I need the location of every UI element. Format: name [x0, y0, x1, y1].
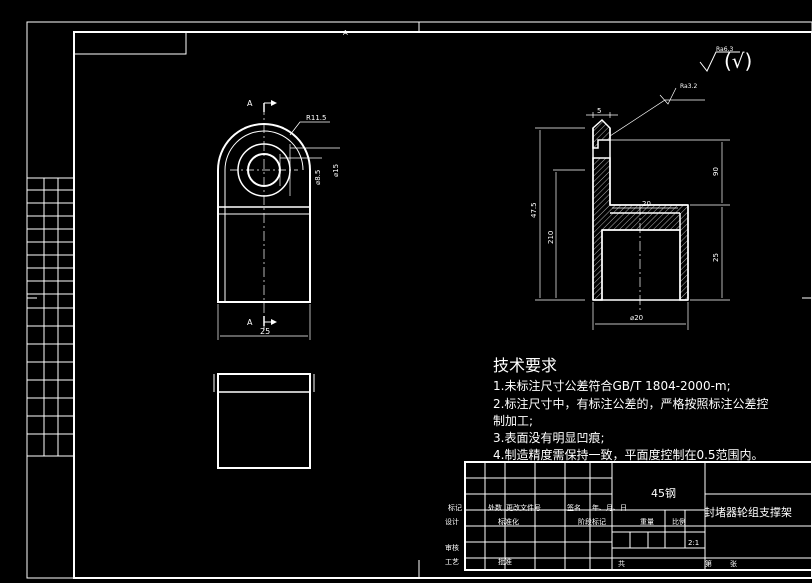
label-jieduan: 阶段标记 [578, 517, 606, 526]
general-roughness-symbol [699, 51, 740, 72]
tech-requirement-item: 3.表面没有明显凹痕; [493, 431, 605, 445]
tech-requirements-title: 技术要求 [493, 356, 558, 375]
binding-margin-grid [26, 177, 75, 457]
width-dim: 25 [260, 327, 270, 336]
dim-bottom-dia: ⌀20 [630, 314, 643, 322]
dim-lower-height: 210 [547, 231, 555, 244]
label-bili: 比例 [672, 517, 686, 526]
label-biaozhunhua: 标准化 [498, 517, 519, 526]
tech-requirement-item: 4.制造精度需保持一致，平面度控制在0.5范围内。 [493, 448, 764, 462]
label-biaoji: 标记 [448, 503, 462, 512]
section-label-top: A [247, 99, 253, 108]
roughness-callout: Ra3.2 [680, 83, 697, 90]
bottom-view [213, 373, 315, 469]
scale-value: 2:1 [688, 539, 699, 547]
label-date: 年、月、日 [592, 503, 627, 512]
label-gong: 共 [618, 559, 625, 568]
label-di: 第 [705, 559, 712, 568]
section-view [535, 87, 730, 330]
tech-requirement-item: 制加工; [493, 414, 534, 428]
front-view [217, 100, 340, 340]
inner-dia-dim: ⌀8.5 [314, 170, 322, 185]
material-label: 45钢 [651, 487, 676, 500]
bracket-symbol: (√) [724, 49, 752, 73]
title-block-labels: 标记 处数 更改文件号 签名 年、月、日 设计 标准化 阶段标记 重量 比例 审… [445, 503, 737, 568]
label-pizhun: 批准 [498, 557, 512, 566]
label-chushu: 处数 [488, 503, 502, 512]
zone-letter-top: A [343, 29, 348, 37]
title-block-grid [464, 461, 812, 571]
part-name-label: 封堵器轮组支撑架 [704, 506, 792, 519]
dim-total-height: 47.5 [530, 202, 538, 218]
tech-requirement-item: 2.标注尺寸中，有标注公差的，严格按照标注公差控 [493, 397, 769, 411]
dim-top-width: 5 [597, 107, 601, 115]
label-gongyi: 工艺 [445, 558, 459, 566]
general-roughness-value: Ra6.3 [716, 46, 733, 53]
label-shenhe: 审核 [445, 543, 459, 552]
label-qianming: 签名 [567, 503, 581, 512]
tech-requirement-item: 1.未标注尺寸公差符合GB/T 1804-2000-m; [493, 379, 731, 393]
dim-upper-height: 90 [712, 167, 720, 176]
label-genggai: 更改文件号 [506, 503, 541, 512]
label-sheji: 设计 [445, 517, 459, 526]
dim-mid-width: 20 [642, 200, 651, 208]
dim-right-height: 25 [712, 253, 720, 262]
label-zhongliang: 重量 [640, 518, 654, 526]
section-label-bottom: A [247, 318, 253, 327]
radius-dim: R11.5 [306, 114, 326, 122]
label-zhang: 张 [730, 559, 737, 568]
outer-dia-dim: ⌀15 [332, 164, 340, 177]
